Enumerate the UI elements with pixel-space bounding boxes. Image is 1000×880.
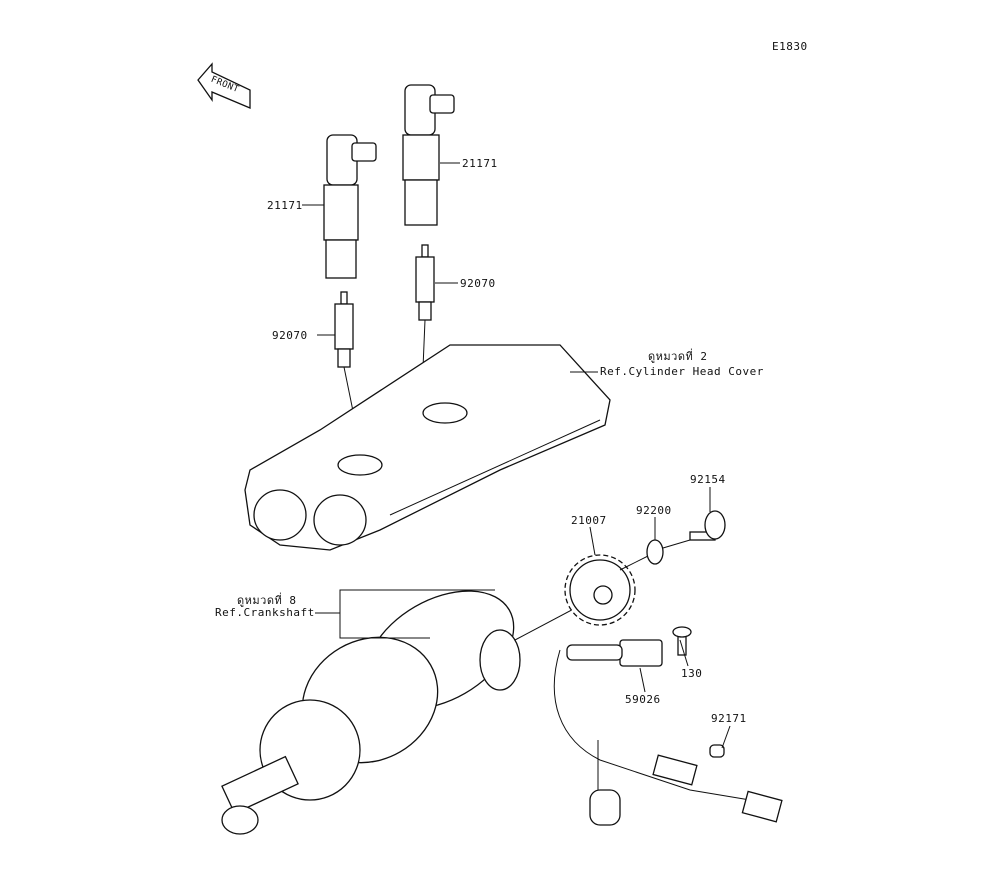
crankshaft <box>221 590 521 835</box>
ignition-coil-left <box>323 134 377 279</box>
diagram-code: E1830 <box>772 40 808 53</box>
callout-59026: 59026 <box>625 693 661 706</box>
cylinder-head-cover <box>244 344 611 551</box>
callout-130: 130 <box>681 667 703 680</box>
ignition-coil-right <box>402 84 455 226</box>
front-arrow-icon <box>197 62 251 109</box>
washer <box>646 539 664 565</box>
spark-plug-right <box>415 244 435 321</box>
callout-92070-left: 92070 <box>272 329 308 342</box>
callout-92070-right: 92070 <box>460 277 496 290</box>
callout-92154: 92154 <box>690 473 726 486</box>
callout-92200: 92200 <box>636 504 672 517</box>
bolt-92154 <box>689 510 726 541</box>
pickup-coil <box>553 626 783 826</box>
ref-crankshaft: Ref.Crankshaft <box>215 606 315 619</box>
callout-21171-left: 21171 <box>267 199 303 212</box>
ref-head-cover: Ref.Cylinder Head Cover <box>600 365 764 378</box>
callout-21171-right: 21171 <box>462 157 498 170</box>
callout-21007: 21007 <box>571 514 607 527</box>
ref-crankshaft-thai: ดูหมวดที่ 8 <box>237 594 297 607</box>
ref-head-cover-thai: ดูหมวดที่ 2 <box>648 350 708 363</box>
spark-plug-left <box>334 291 354 368</box>
callout-92171: 92171 <box>711 712 747 725</box>
timing-rotor <box>564 554 636 626</box>
